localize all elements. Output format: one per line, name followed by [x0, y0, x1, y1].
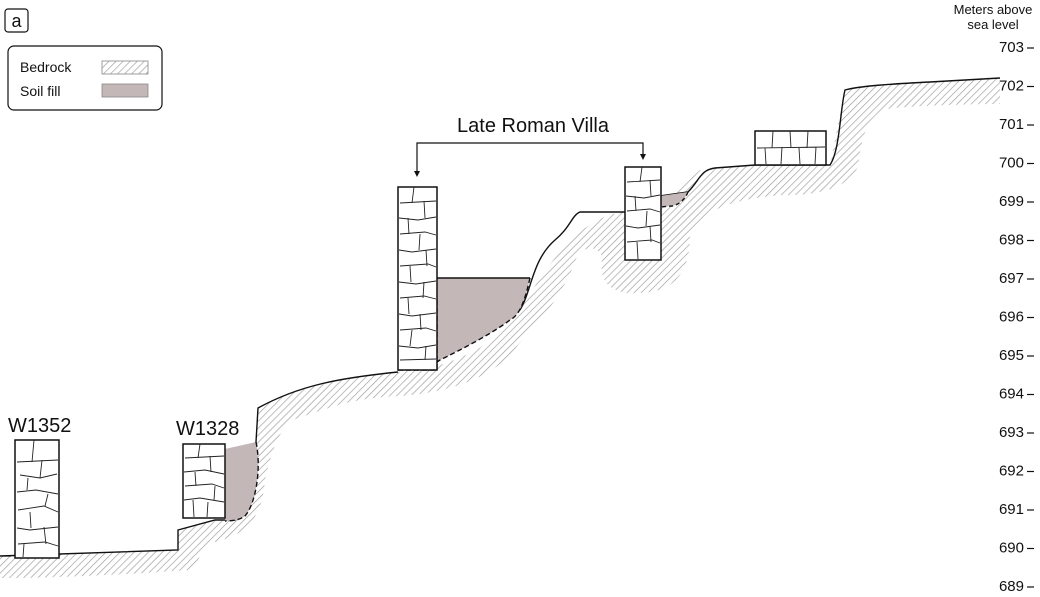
soil-fill-upper-edge — [659, 191, 689, 208]
villa-bracket — [414, 142, 646, 177]
legend-bedrock-label: Bedrock — [20, 59, 72, 75]
axis-tick-label: 701 — [999, 116, 1024, 133]
soil-fill-villa — [437, 278, 530, 362]
axis-tick-label: 703 — [999, 39, 1024, 56]
axis-tick-label: 698 — [999, 232, 1024, 249]
legend-soil-label: Soil fill — [20, 83, 60, 99]
axis-tick-label: 692 — [999, 463, 1024, 480]
wall-villa-west — [397, 186, 438, 371]
panel-label-box: a — [4, 8, 29, 33]
axis-tick-label: 696 — [999, 309, 1024, 326]
wall-w1328 — [182, 443, 226, 519]
wall-w1352-label: W1352 — [8, 415, 71, 437]
bedrock-surface-line-2 — [519, 211, 625, 311]
axis-tick-label: 691 — [999, 501, 1024, 518]
villa-label: Late Roman Villa — [457, 115, 610, 137]
soil-fill-w1328-edge — [224, 441, 259, 522]
axis-title-line2: sea level — [967, 17, 1018, 32]
axis-tick-label: 699 — [999, 193, 1024, 210]
axis-tick-label: 700 — [999, 155, 1024, 172]
axis-tick-label: 702 — [999, 78, 1024, 95]
axis-tick-label: 689 — [999, 578, 1024, 595]
panel-label: a — [11, 11, 22, 31]
axis-tick-label: 697 — [999, 270, 1024, 287]
soil-fill-w1328 — [225, 442, 259, 521]
legend-soil-swatch — [101, 83, 149, 98]
axis-tick-label: 693 — [999, 424, 1024, 441]
axis-tick-label: 690 — [999, 540, 1024, 557]
legend-bedrock-swatch — [101, 60, 149, 75]
elevation-axis: 703 702 701 700 699 698 697 696 695 694 693 692 691 6… — [999, 39, 1034, 595]
wall-upper-terrace — [754, 130, 827, 166]
legend: Bedrock Soil fill — [7, 45, 163, 111]
bedrock-surface-line-3 — [659, 77, 1001, 197]
wall-w1328-label: W1328 — [176, 418, 239, 440]
soil-fill-upper — [660, 192, 688, 207]
wall-villa-east — [624, 166, 662, 261]
axis-tick-label: 694 — [999, 386, 1024, 403]
bedrock-layer — [0, 78, 1000, 578]
wall-w1352 — [14, 439, 60, 559]
axis-tick-label: 695 — [999, 347, 1024, 364]
axis-title-line1: Meters above — [954, 2, 1033, 17]
